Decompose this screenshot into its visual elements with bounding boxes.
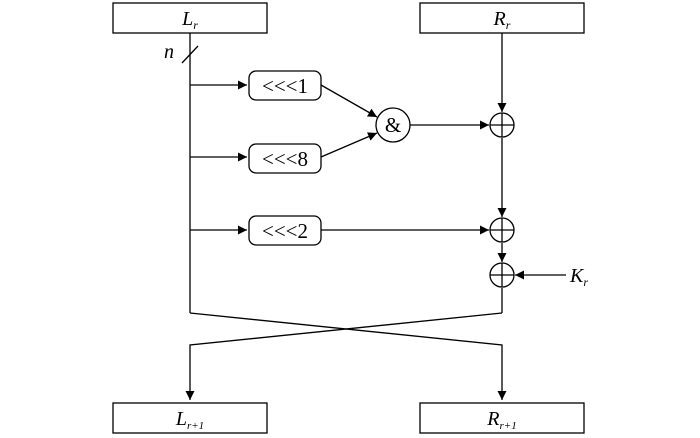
r-output-subscript: r+1	[500, 420, 517, 432]
xor-gate-1	[489, 112, 515, 138]
rot8-to-and-wire	[320, 132, 378, 158]
r-input-block: Rr	[419, 2, 585, 34]
wire-width-slash	[181, 45, 199, 64]
l-input-block: Lr	[112, 2, 268, 34]
svg-text:Rr+1: Rr+1	[486, 408, 516, 432]
l-output-subscript: r+1	[187, 420, 204, 432]
svg-text:Lr+1: Lr+1	[175, 408, 204, 432]
rotate-8-label: <<<8	[262, 147, 308, 171]
rotate-8-block: <<<8	[248, 143, 322, 174]
svg-text:Lr: Lr	[181, 8, 198, 32]
svg-text:Rr: Rr	[493, 8, 511, 32]
cross-right-to-left-wire	[185, 312, 503, 400]
rotate-2-block: <<<2	[248, 215, 322, 246]
l-output-block: Lr+1	[112, 402, 268, 434]
xor-gate-2	[489, 217, 515, 243]
r-output-label: R	[486, 408, 499, 430]
rotate-2-label: <<<2	[262, 219, 308, 243]
r-input-label: R	[493, 8, 506, 30]
r-input-subscript: r	[506, 18, 511, 32]
l-output-label: L	[175, 408, 187, 430]
cross-left-to-right-wire	[189, 312, 507, 400]
wire-width-label: n	[164, 41, 174, 63]
xor-gate-3	[489, 262, 515, 288]
and-symbol: &	[385, 113, 401, 137]
l-input-subscript: r	[193, 18, 198, 32]
round-key-main: K	[569, 265, 585, 287]
l-input-label: L	[181, 8, 193, 30]
r-output-block: Rr+1	[419, 402, 585, 434]
rotate-1-label: <<<1	[262, 74, 308, 98]
round-key-label: Kr	[569, 265, 588, 289]
rot1-to-and-wire	[320, 84, 378, 118]
rotate-1-block: <<<1	[248, 70, 322, 101]
round-key-subscript: r	[583, 275, 588, 289]
and-gate: &	[375, 107, 411, 143]
